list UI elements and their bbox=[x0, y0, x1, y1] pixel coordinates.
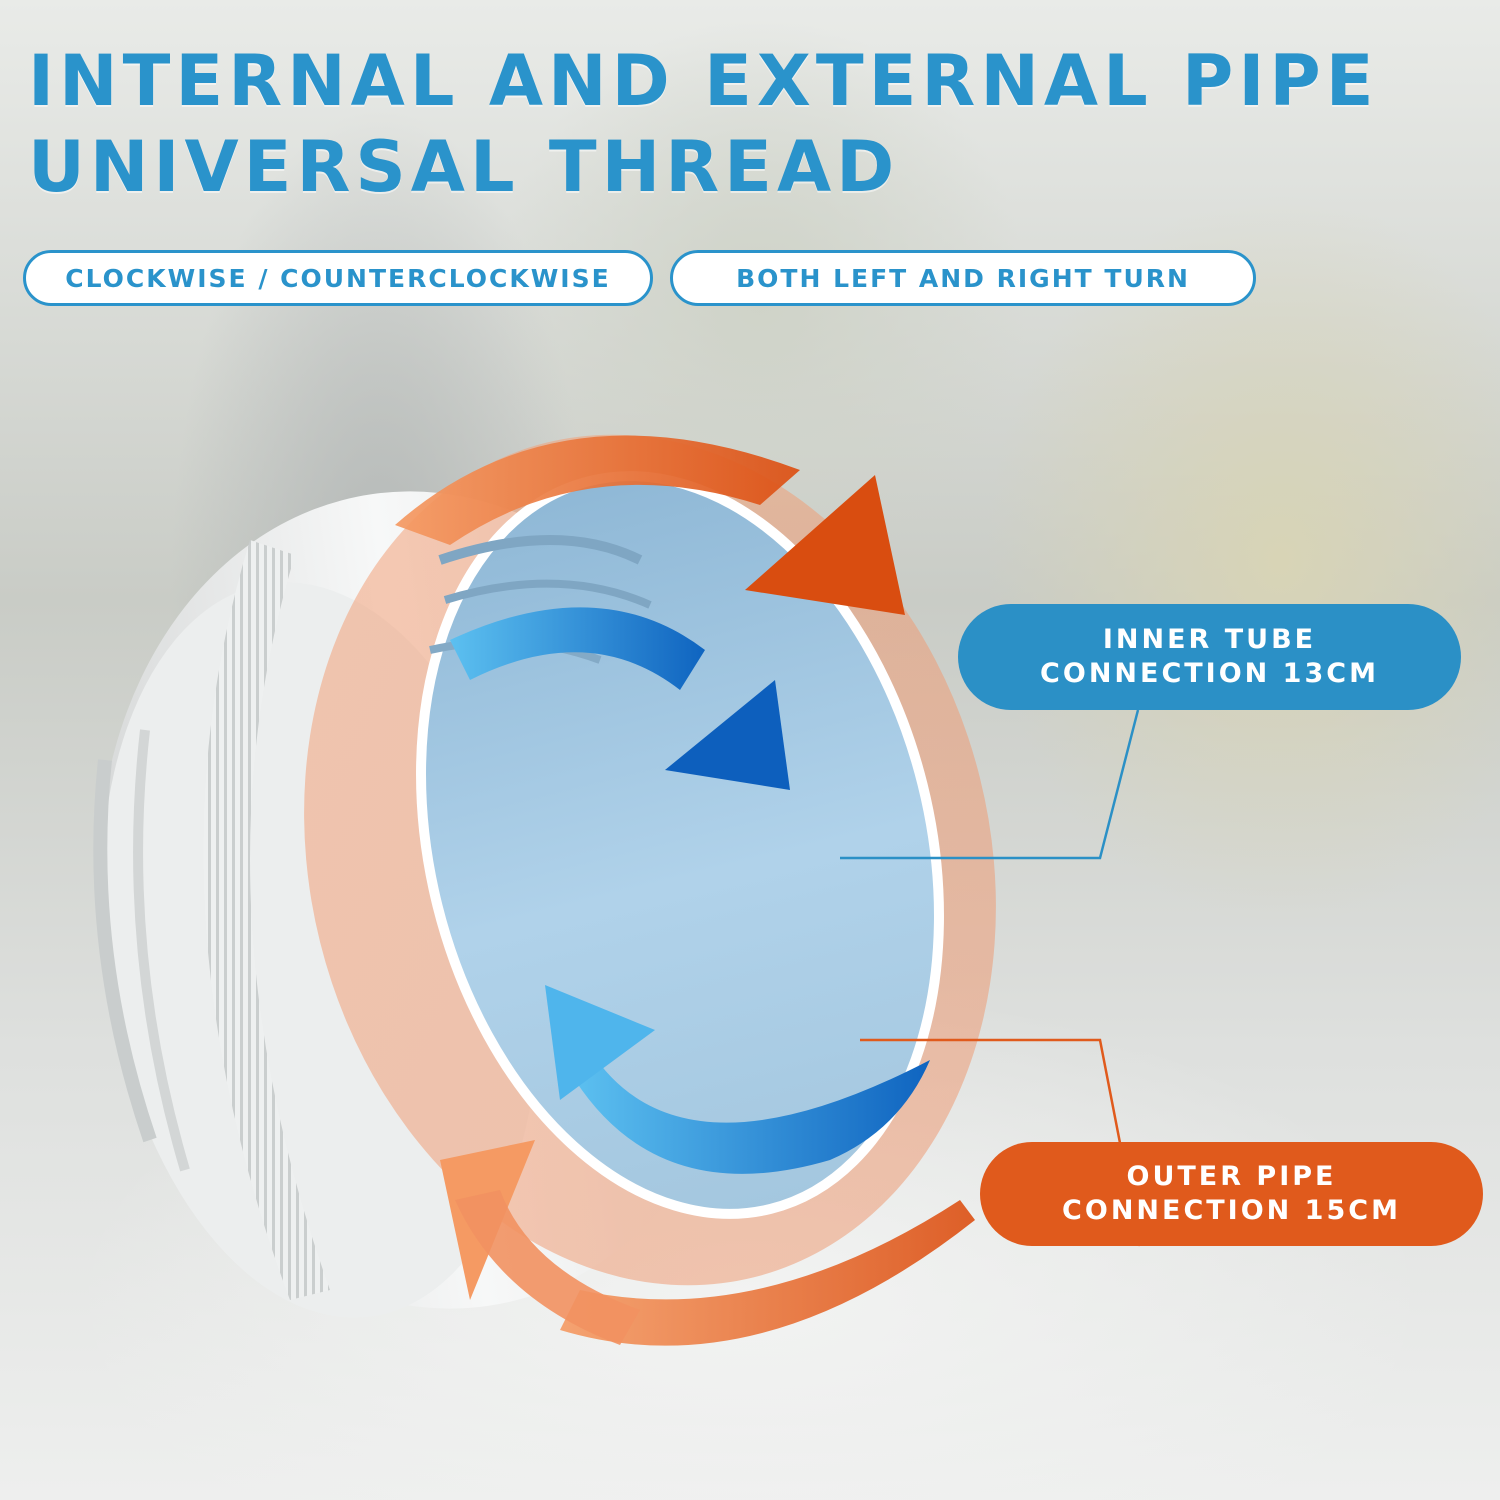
inner-tube-leader-line bbox=[840, 709, 1140, 860]
headline: INTERNAL AND EXTERNAL PIPE UNIVERSAL THR… bbox=[28, 38, 1478, 210]
inner-tube-callout: INNER TUBE CONNECTION 13CM bbox=[958, 604, 1461, 710]
outer-pipe-callout-line-2: CONNECTION 15CM bbox=[1062, 1195, 1401, 1226]
inner-tube-callout-line-2: CONNECTION 13CM bbox=[1040, 658, 1379, 689]
knurled-thread-band bbox=[203, 540, 330, 1300]
direction-badge: CLOCKWISE / COUNTERCLOCKWISE bbox=[23, 250, 653, 306]
turn-badge-label: BOTH LEFT AND RIGHT TURN bbox=[736, 263, 1190, 293]
inner-tube-callout-line-1: INNER TUBE bbox=[1102, 624, 1317, 655]
outer-pipe-callout: OUTER PIPE CONNECTION 15CM bbox=[980, 1142, 1483, 1246]
direction-badge-label: CLOCKWISE / COUNTERCLOCKWISE bbox=[65, 263, 611, 293]
headline-line-1: INTERNAL AND EXTERNAL PIPE bbox=[28, 40, 1379, 122]
orange-rotation-arrow bbox=[395, 435, 975, 1346]
blue-rotation-arrow bbox=[450, 607, 930, 1174]
turn-badge: BOTH LEFT AND RIGHT TURN bbox=[670, 250, 1256, 306]
outer-pipe-callout-line-1: OUTER PIPE bbox=[1126, 1161, 1337, 1192]
headline-line-2: UNIVERSAL THREAD bbox=[28, 126, 900, 208]
